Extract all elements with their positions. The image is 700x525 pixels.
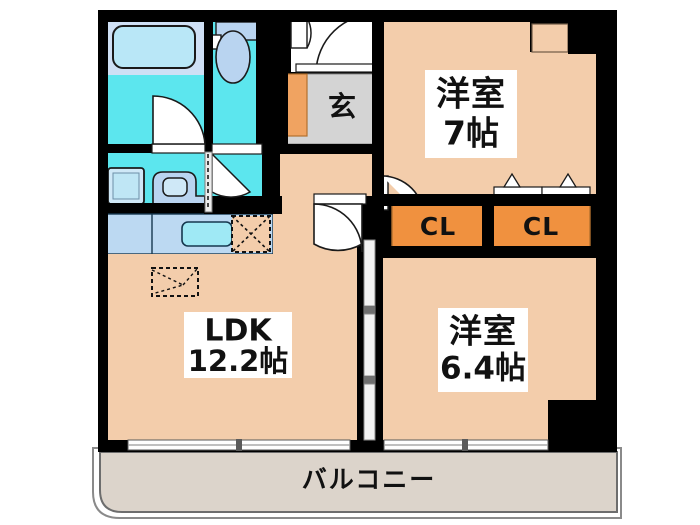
bathroom-door-swing xyxy=(152,95,206,145)
washing-machine-inner xyxy=(112,172,140,200)
wall-toilet-genkan xyxy=(256,14,288,148)
closet-right xyxy=(491,203,591,249)
ldk-label-plate xyxy=(184,312,292,378)
room7-label-plate xyxy=(425,70,517,158)
toilet-bowl xyxy=(215,30,251,84)
ldk-label-size: 12.2帖 xyxy=(188,344,289,378)
ldk-window-mullion xyxy=(236,439,242,451)
ac-fan xyxy=(151,269,185,295)
closet-left xyxy=(391,203,485,249)
sliding-door-panel-1 xyxy=(363,239,376,307)
balcony-floor xyxy=(99,451,618,513)
wall-bath-toilet xyxy=(204,14,213,150)
balcony-windows xyxy=(127,439,549,451)
bathroom-door-leaf xyxy=(151,143,206,154)
room64-label-plate xyxy=(438,308,528,392)
wall-right-exterior xyxy=(596,10,617,452)
wall-genkan-room7 xyxy=(372,14,384,214)
washbasin-sink xyxy=(162,177,188,197)
ldk-label-name: LDK xyxy=(204,314,273,349)
closet-right-open-marker-2 xyxy=(558,172,578,188)
room7-label-name: 洋室 xyxy=(436,75,506,115)
room64-label-size: 6.4帖 xyxy=(440,351,526,387)
shoe-cabinet xyxy=(284,73,308,137)
wall-washroom-bottom xyxy=(98,203,213,213)
kitchen-sink xyxy=(181,221,233,247)
genkan-area: 玄 xyxy=(284,13,377,145)
toilet-door xyxy=(211,143,263,198)
balcony-outer-rail xyxy=(92,447,622,519)
stove-x-2 xyxy=(231,215,271,253)
sliding-door-handle-1 xyxy=(364,306,375,314)
closets: CL CL xyxy=(391,172,591,272)
ldk-floor xyxy=(106,158,357,444)
closet-right-label: CL xyxy=(523,212,559,241)
room64-label-name: 洋室 xyxy=(449,312,517,351)
air-conditioner-icon xyxy=(151,267,199,297)
bathroom-door xyxy=(151,95,206,154)
sliding-door-panel-3 xyxy=(363,383,376,441)
entrance-door xyxy=(290,13,377,73)
bathtub xyxy=(112,25,196,69)
doors xyxy=(151,95,367,253)
meter-box-door xyxy=(290,17,308,49)
room7-label-size: 7帖 xyxy=(443,114,499,153)
closet-right-open-marker-1 xyxy=(502,172,522,188)
ldk-door-leaf xyxy=(313,193,367,205)
ldk-door-arc xyxy=(313,203,363,253)
pillar-alcove-room7 xyxy=(531,23,569,53)
ldk-balcony-window xyxy=(127,439,351,451)
balcony-area: バルコニー xyxy=(92,447,622,519)
room64-window-mullion xyxy=(462,439,468,451)
wall-closet-divider xyxy=(482,200,494,252)
sliding-partition-ldk-room64 xyxy=(363,239,376,441)
balcony-label: バルコニー xyxy=(302,465,437,494)
washroom-sliding-door xyxy=(204,151,213,213)
kitchen-counter-area xyxy=(105,213,274,255)
ldk-room: LDK 12.2帖 xyxy=(106,158,357,444)
sliding-door-handle-2 xyxy=(364,376,375,384)
wall-genkan-hall xyxy=(280,144,378,154)
wall-hall-vertical xyxy=(262,150,280,214)
room-yoshitsu-64: 洋室 6.4帖 xyxy=(382,256,604,448)
ldk-door xyxy=(313,193,367,253)
genkan-label: 玄 xyxy=(328,90,356,123)
toilet-door-leaf xyxy=(211,143,263,155)
wall-left-exterior-upper xyxy=(98,10,108,210)
ac-outline xyxy=(151,267,199,297)
closet-left-label: CL xyxy=(420,212,456,241)
wall-left-exterior xyxy=(98,206,108,452)
room64-balcony-window xyxy=(383,439,549,451)
wall-top-exterior xyxy=(98,10,617,22)
sliding-door-panel-2 xyxy=(363,313,376,377)
entrance-threshold xyxy=(295,63,375,73)
